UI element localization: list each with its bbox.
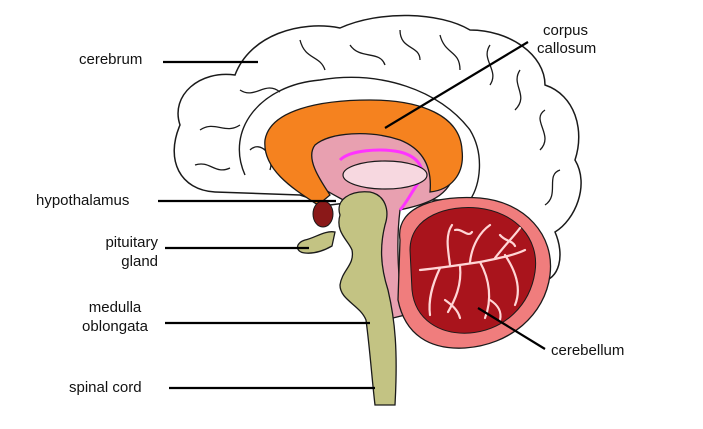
hypothalamus-shape xyxy=(312,200,334,228)
leader-corpus-callosum xyxy=(384,41,529,129)
thalamus-inner xyxy=(342,160,428,190)
leader-cerebellum xyxy=(477,307,546,350)
label-cerebrum: cerebrum xyxy=(79,51,143,68)
pituitary-shape xyxy=(296,231,336,254)
label-medulla-line2: oblongata xyxy=(82,318,148,335)
label-spinal-cord: spinal cord xyxy=(69,379,142,396)
label-corpus-callosum-line2: callosum xyxy=(537,40,597,57)
brainstem-shape xyxy=(338,191,397,406)
cerebrum-inner-arc xyxy=(238,76,481,201)
label-medulla-line1: medulla xyxy=(88,299,142,316)
label-corpus-callosum-line1: corpus xyxy=(543,22,589,39)
arbor-vitae xyxy=(418,223,527,322)
label-pituitary-line1: pituitary xyxy=(105,234,158,251)
label-pituitary-line2: gland xyxy=(121,253,158,270)
label-cerebellum: cerebellum xyxy=(551,342,625,359)
label-hypothalamus: hypothalamus xyxy=(36,192,130,209)
corpus-callosum-shape xyxy=(264,99,464,206)
fornix-outline xyxy=(338,148,424,212)
leader-lines xyxy=(158,41,546,390)
